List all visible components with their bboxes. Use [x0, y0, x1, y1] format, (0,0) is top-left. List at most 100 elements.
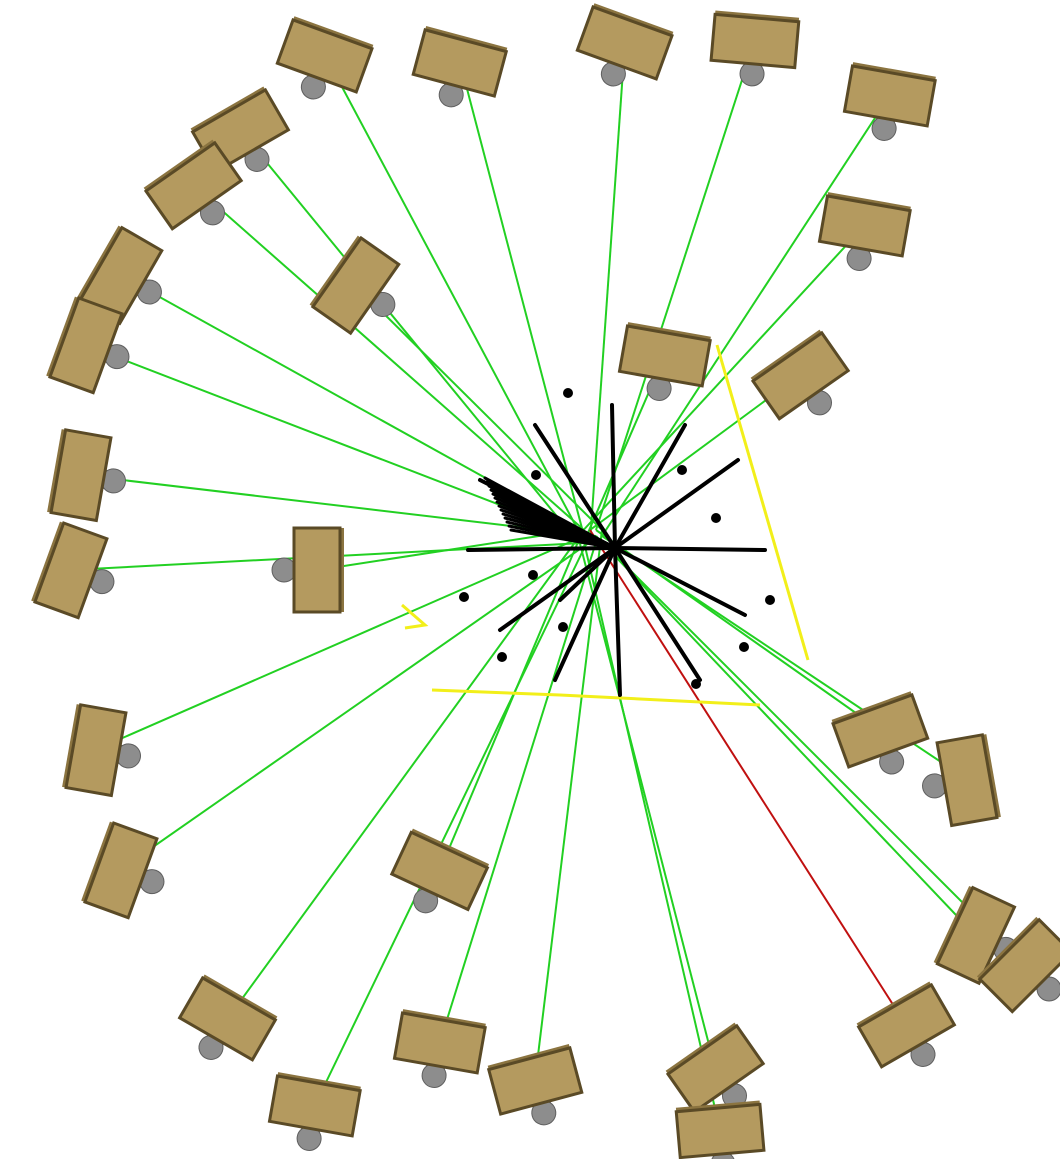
camera-body [64, 703, 128, 798]
camera-icon [922, 733, 1001, 828]
camera-icon [271, 526, 344, 614]
point-dot [459, 592, 469, 602]
camera-icon [81, 821, 165, 920]
camera-body [617, 324, 712, 388]
camera-body [842, 64, 937, 128]
ray-line [589, 529, 907, 1026]
camera-body [935, 733, 999, 828]
camera-icon [831, 691, 930, 775]
ray-line [317, 529, 579, 571]
ray-line [192, 184, 585, 531]
camera-body [83, 821, 159, 920]
point-dot [711, 513, 721, 523]
axis-line [509, 528, 617, 550]
point-dot [497, 652, 507, 662]
axis-line [613, 423, 687, 550]
camera-icon [856, 981, 957, 1069]
axis-line [613, 546, 767, 552]
camera-icon [617, 322, 712, 401]
camera-icon [309, 235, 401, 336]
ray-line [583, 541, 721, 1131]
points-layer [459, 388, 775, 689]
camera-icon [143, 139, 244, 231]
camera-icon [976, 916, 1060, 1014]
bounds-layer [401, 344, 810, 707]
axis-line [613, 458, 740, 550]
camera-body [292, 526, 342, 614]
camera-body [392, 1011, 487, 1075]
camera-icon [575, 3, 674, 87]
point-dot [691, 679, 701, 689]
axis-line [558, 546, 617, 602]
camera-icon [76, 225, 164, 326]
axis-line [613, 546, 702, 682]
ray-line [227, 529, 585, 1019]
ray-line [595, 39, 756, 531]
camera-body [575, 5, 674, 81]
camera-body [750, 330, 851, 421]
point-dot [677, 465, 687, 475]
camera-icon [486, 1044, 584, 1126]
ray-line [534, 529, 603, 1081]
ray-line [577, 224, 866, 537]
ray-line [459, 61, 585, 537]
camera-icon [392, 1009, 487, 1088]
ray-line [577, 535, 716, 1069]
camera-body [831, 693, 930, 769]
point-dot [558, 622, 568, 632]
camera-icon [31, 521, 115, 620]
camera-icon [817, 192, 912, 271]
ray-line [439, 541, 597, 1043]
camera-body [674, 1102, 766, 1159]
camera-body [486, 1046, 584, 1116]
camera-body [665, 1023, 766, 1114]
ray-line [601, 94, 891, 537]
camera-icon [411, 26, 509, 108]
ray-line [324, 54, 579, 531]
camera-body [411, 28, 509, 98]
camera-icon [709, 10, 801, 87]
point-dot [739, 642, 749, 652]
camera-body [49, 428, 113, 523]
camera-body [33, 521, 109, 620]
point-dot [528, 570, 538, 580]
axis-line [610, 403, 617, 550]
camera-icon [47, 428, 126, 523]
axis-line [553, 546, 617, 682]
camera-icon [933, 885, 1019, 986]
ray-line [354, 284, 603, 531]
ray-line [589, 41, 626, 543]
axis-line [613, 546, 622, 697]
axis-line [533, 423, 617, 550]
camera-icon [389, 828, 490, 914]
camera-icon [46, 296, 130, 395]
point-dot [563, 388, 573, 398]
camera-body [48, 296, 124, 395]
ray-line [239, 129, 579, 543]
ray-line [601, 541, 1026, 966]
bounds-line [401, 603, 429, 630]
camera-body [267, 1074, 362, 1138]
camera-icon [267, 1072, 362, 1151]
camera-body [817, 194, 912, 258]
bounds-line [431, 688, 761, 707]
camera-body [310, 235, 401, 336]
camera-icon [750, 329, 851, 421]
axis-line [613, 546, 747, 617]
lens-icon [271, 557, 297, 583]
camera-body [977, 917, 1060, 1014]
ray-line [119, 541, 591, 871]
camera-body [143, 140, 244, 231]
bounds-line [715, 344, 810, 661]
point-dot [531, 470, 541, 480]
camera-body [935, 885, 1017, 986]
camera-body [275, 18, 374, 94]
camera-icon [674, 1100, 766, 1159]
axes-layer [466, 403, 767, 697]
ray-line [314, 535, 591, 1106]
axis-line [466, 546, 617, 552]
cameras-layer [31, 3, 1060, 1159]
camera-icon [177, 974, 278, 1062]
point-dot [765, 595, 775, 605]
